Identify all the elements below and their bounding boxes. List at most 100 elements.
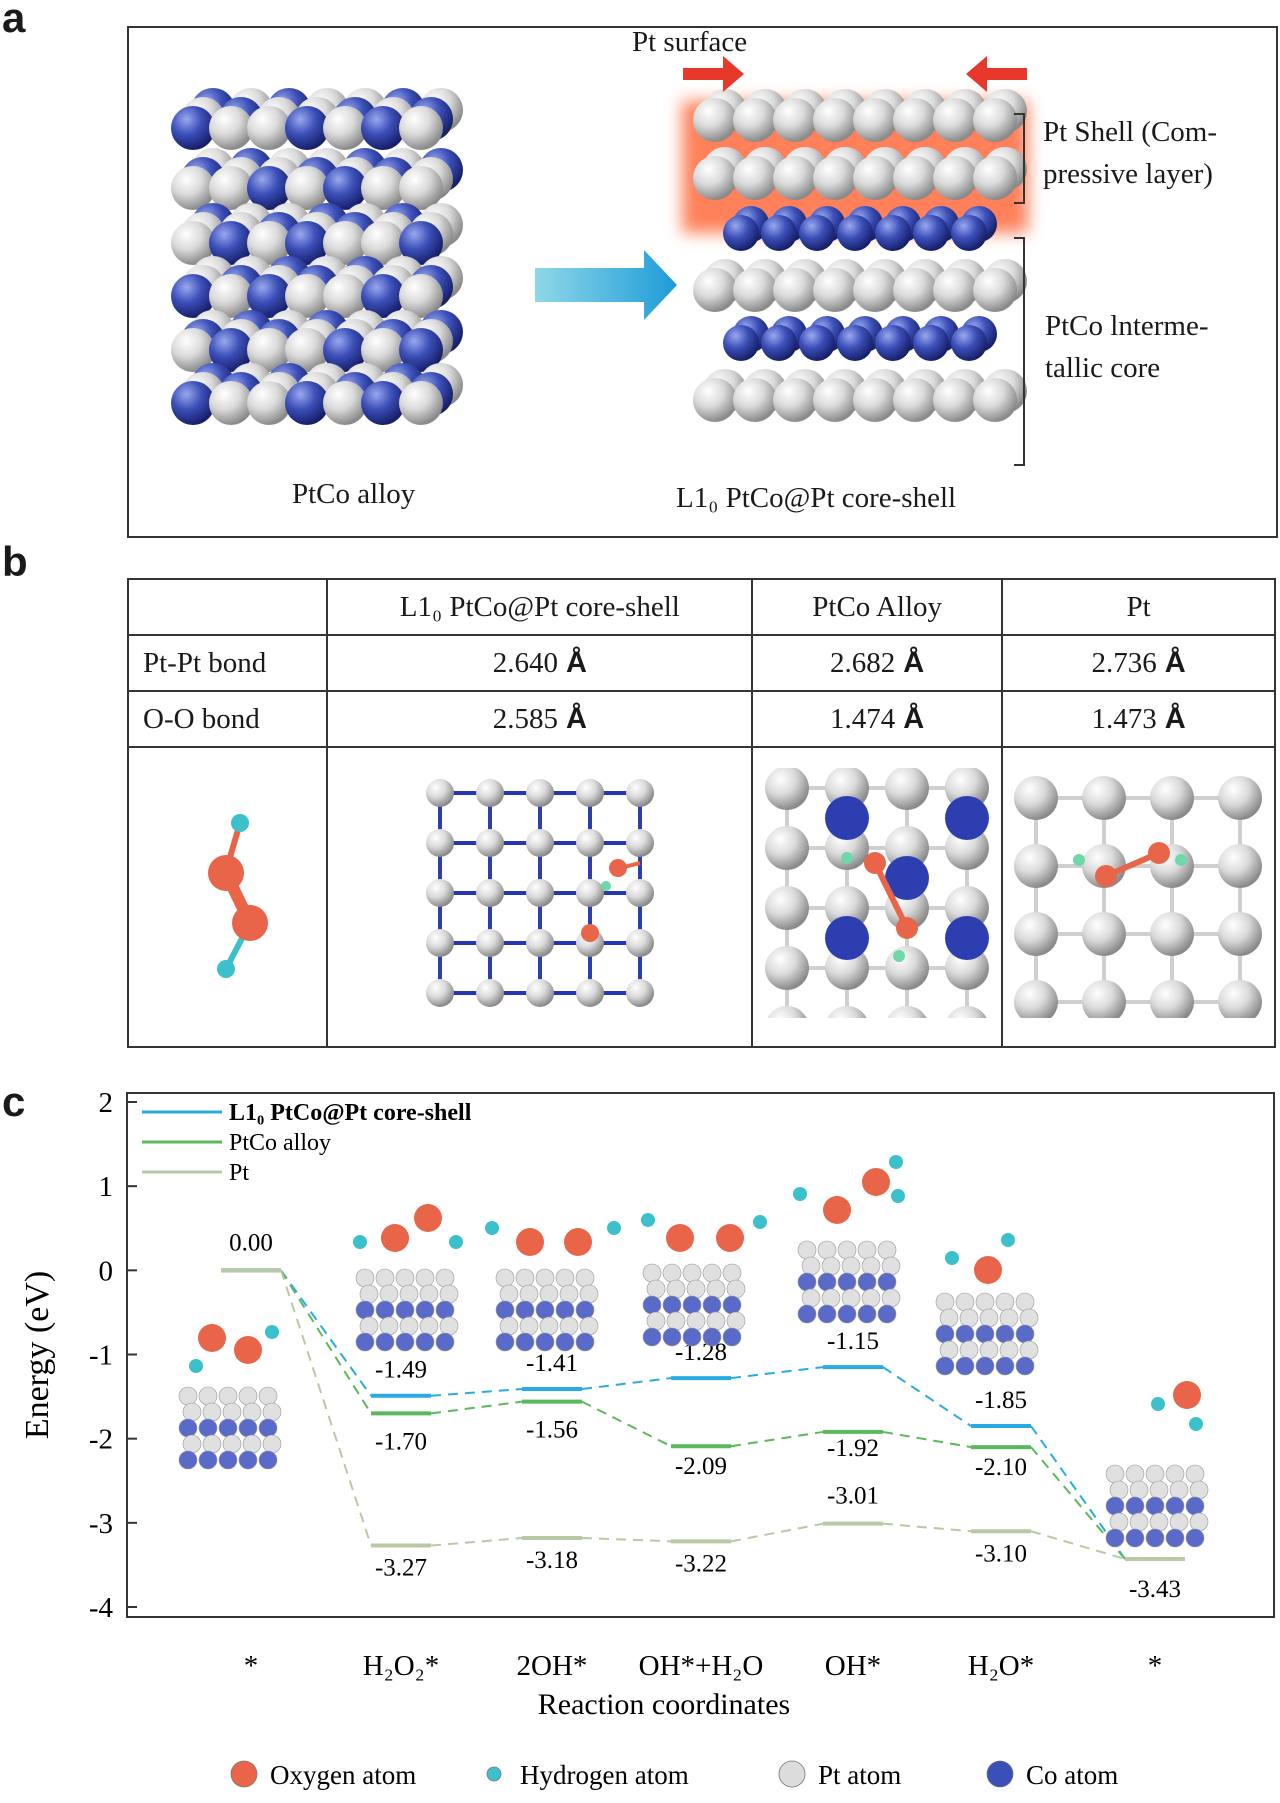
y-tick-label: -2 [89, 1424, 113, 1456]
ptco-alloy-cluster [171, 88, 463, 425]
header-empty-cell [126, 578, 329, 636]
pt-atom [693, 98, 737, 142]
hydrogen-atom [1189, 1417, 1203, 1431]
pt-atom [853, 98, 897, 142]
pt-atom [1218, 912, 1263, 956]
pt-atom [425, 779, 454, 807]
pt-atom [813, 268, 857, 312]
pt-atom [973, 156, 1017, 200]
connector-line [730, 1366, 824, 1380]
value-label: -3.01 [827, 1483, 879, 1510]
pt-atom [285, 274, 329, 318]
pt-atom [973, 98, 1017, 142]
y-tick-label: 0 [99, 1255, 114, 1287]
oxygen-atom [564, 1228, 592, 1256]
connector-line [581, 1536, 672, 1543]
hydrogen-atom [1001, 1233, 1015, 1247]
co-atom [285, 221, 329, 265]
slab-cube-icon [495, 1268, 599, 1352]
pt-atom [885, 1006, 930, 1050]
pt-atom [773, 98, 817, 142]
hydrogen-atom [1151, 1397, 1165, 1411]
pt-atom [733, 156, 777, 200]
pt-atom [323, 221, 367, 265]
co-atom [399, 221, 443, 265]
pt-atom [209, 166, 253, 210]
pt-atom [247, 328, 291, 372]
pt-atom [209, 106, 253, 150]
oxygen-atom [974, 1256, 1002, 1284]
pt-atom [1082, 912, 1127, 956]
hydrogen-atom [607, 1221, 621, 1235]
atom-legend-label: Co atom [1026, 1760, 1118, 1790]
pt-atom [693, 378, 737, 422]
pt-atom [1150, 776, 1195, 820]
co-atom [799, 325, 835, 361]
pt-atom [475, 929, 504, 957]
connector-line [280, 1269, 372, 1414]
co-atom [799, 215, 835, 251]
panel-a-frame [127, 26, 1278, 538]
co-atom [723, 215, 759, 251]
pt-atom [1150, 980, 1195, 1024]
pt-atom [893, 156, 937, 200]
header-pt: Pt [1001, 578, 1276, 636]
pt-atom [525, 829, 554, 857]
x-tick-label: H₂O* [968, 1650, 1035, 1682]
pt-atom [733, 378, 777, 422]
legend-atom-icon [486, 1766, 502, 1782]
slab-cube-icon [1105, 1464, 1209, 1548]
pt-atom [399, 274, 443, 318]
core-shell-slab-image [425, 779, 654, 1007]
row-label-pt-pt: Pt-Pt bond [126, 634, 329, 692]
pt-atom [933, 378, 977, 422]
panel-b-letter: b [2, 538, 28, 585]
connector-line [280, 1269, 372, 1397]
pt-atom [625, 829, 654, 857]
pt-atom [933, 156, 977, 200]
bond-length-table: L1₀ PtCo@Pt core-shell PtCo Alloy Pt Pt-… [126, 578, 1276, 1050]
co-atom [247, 274, 291, 318]
table-header-row: L1₀ PtCo@Pt core-shell PtCo Alloy Pt [126, 578, 1276, 636]
hydrogen-atom [945, 1251, 959, 1265]
pt-atom [1014, 912, 1059, 956]
co-atom [761, 325, 797, 361]
pt-atom [425, 829, 454, 857]
pt-atom [973, 378, 1017, 422]
pt-atom [247, 381, 291, 425]
co-atom [361, 106, 405, 150]
co-atom [247, 166, 291, 210]
pt-atom [475, 779, 504, 807]
oxygen-atom [823, 1196, 851, 1224]
connector-line [280, 1270, 372, 1546]
unit-label: Å [1164, 646, 1186, 679]
pt-atom [773, 268, 817, 312]
co-atom [837, 325, 873, 361]
pt-atom [525, 979, 554, 1007]
co-atom [723, 325, 759, 361]
hydrogen-atom [265, 1325, 279, 1339]
cell-value: 2.585 [492, 702, 558, 735]
pt-atom [525, 879, 554, 907]
pt-atom [323, 381, 367, 425]
header-ptco-alloy: PtCo Alloy [751, 578, 1004, 636]
pt-atom [933, 268, 977, 312]
legend-label: L1₀ PtCo@Pt core-shell [229, 1100, 472, 1126]
header-core-shell: L1₀ PtCo@Pt core-shell [326, 578, 754, 636]
value-label: -1.70 [375, 1428, 427, 1455]
ptco-alloy-caption: PtCo alloy [292, 478, 416, 510]
pt-atom [773, 378, 817, 422]
pt-atom [765, 766, 810, 810]
value-label: -1.49 [375, 1357, 427, 1384]
legend-label: PtCo alloy [229, 1130, 331, 1156]
core-label-line2: tallic core [1045, 352, 1161, 384]
co-atom [323, 328, 367, 372]
pt-atom [425, 929, 454, 957]
pt-atom [765, 946, 810, 990]
oxygen-atom [414, 1204, 442, 1232]
